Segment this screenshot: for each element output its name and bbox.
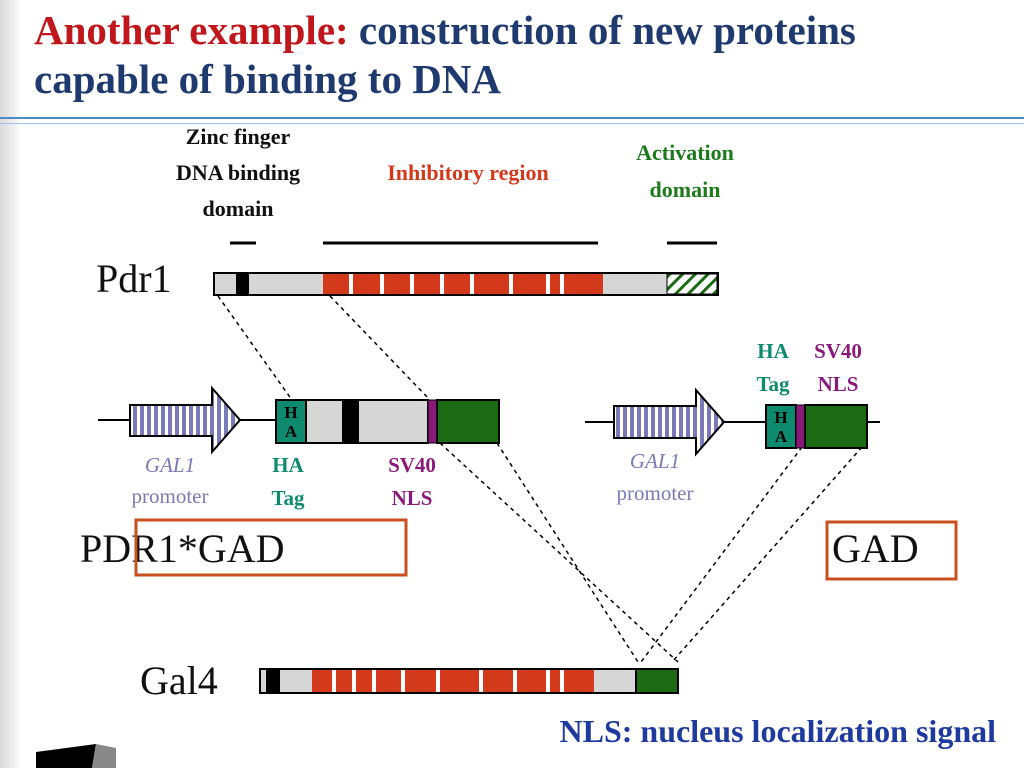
gal1-label-1: GAL1: [145, 453, 195, 477]
svg-text:H: H: [774, 408, 787, 427]
pdr1-gad-construct: H A: [98, 385, 500, 455]
tag-label-2: Tag: [756, 372, 790, 396]
corner-decoration: [36, 744, 116, 768]
gal1-promoter-arrow-2: [613, 387, 726, 457]
gal4-protein-bar: [259, 668, 679, 694]
mapping-lines: [217, 295, 863, 663]
activation-domain-label-1: Activation: [636, 140, 734, 165]
ha-label-1: HA: [272, 453, 304, 477]
zinc-finger-label-3: domain: [203, 196, 274, 221]
pdr1-gad-highlight-box: [134, 518, 408, 577]
nls-label-1: NLS: [392, 486, 433, 510]
svg-text:H: H: [284, 403, 297, 422]
slide-title: Another example: construction of new pro…: [34, 6, 994, 104]
svg-text:A: A: [285, 422, 298, 441]
footnote: NLS: nucleus localization signal: [559, 713, 997, 749]
gad-highlight-box: [825, 520, 958, 581]
title-main: construction of new proteins capable of …: [34, 7, 856, 102]
gal1-promoter-arrow: [129, 385, 242, 455]
inhibitory-region-label: Inhibitory region: [387, 160, 549, 185]
tag-label-1: Tag: [271, 486, 305, 510]
sv40-label-2: SV40: [814, 339, 862, 363]
svg-text:A: A: [775, 427, 788, 446]
ha-label-2: HA: [757, 339, 789, 363]
pdr1-gad-name: PDR1*GAD: [80, 526, 284, 571]
gal4-label: Gal4: [140, 658, 218, 703]
title-rule: [0, 117, 1024, 119]
title-accent: Another example:: [34, 7, 349, 53]
promoter-label-1: promoter: [132, 484, 209, 508]
activation-domain-label-2: domain: [650, 177, 721, 202]
zinc-finger-label-1: Zinc finger: [186, 124, 291, 149]
left-edge-shadow: [0, 0, 22, 768]
sv40-nls-box: [427, 399, 438, 444]
promoter-label-2: promoter: [617, 481, 694, 505]
gal1-label-2: GAL1: [630, 449, 680, 473]
ha-tag-box-2: [765, 404, 797, 449]
pdr1-protein-bar: [213, 272, 719, 296]
nls-label-2: NLS: [818, 372, 859, 396]
gad-construct: H A: [585, 387, 880, 457]
sv40-label-1: SV40: [388, 453, 436, 477]
pdr1-label: Pdr1: [96, 256, 172, 301]
gad-box: [436, 399, 500, 444]
sv40-nls-box-2: [795, 404, 806, 449]
title-rule-thin: [0, 123, 1024, 124]
zinc-finger-label-2: DNA binding: [176, 160, 300, 185]
gad-box-2: [804, 404, 868, 449]
gad-name: GAD: [832, 526, 919, 571]
